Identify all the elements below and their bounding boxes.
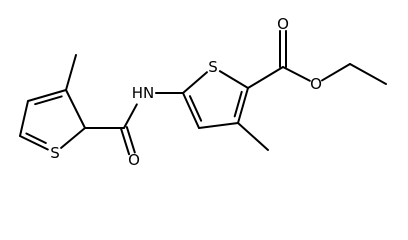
bond-c_amide-n_h — [123, 103, 138, 129]
bond-c2-c3 — [65, 89, 86, 129]
bond-c_ch2-c_ch3 — [349, 63, 387, 85]
bond-c_ester-o_ether — [282, 66, 311, 82]
bond-c_amide-o_amide-a — [120, 127, 131, 156]
bond-c2b-c3b-inner — [233, 90, 243, 118]
atom-label-n_h: HN — [132, 84, 155, 102]
atom-label-o_amide: O — [128, 151, 140, 169]
bond-o_ether-c_ch2 — [321, 63, 351, 82]
atom-label-s1: S — [50, 144, 60, 162]
bond-c4b-c5b-outer — [182, 92, 200, 129]
atom-label-o_carbonyl: O — [277, 15, 289, 33]
bond-s1b-c2b — [218, 70, 249, 89]
bond-c2b-c3b-outer — [237, 87, 249, 124]
bond-c5-s1-inner — [25, 132, 47, 144]
bond-c4-c5 — [19, 100, 29, 137]
bond-c5-s1-outer — [19, 135, 49, 151]
bond-c_amide-o_amide-b — [125, 126, 136, 154]
bond-c5b-s1b — [182, 71, 208, 94]
bond-c3b-c4b — [198, 122, 239, 129]
bonds-layer — [19, 30, 387, 156]
bond-c4b-c5b-inner — [188, 95, 203, 122]
bond-c3-c4-inner — [34, 95, 63, 106]
bond-c3-c4-outer — [27, 89, 67, 102]
bond-c3b-c_me2 — [237, 122, 269, 151]
bond-s1-c2 — [60, 127, 86, 149]
structure-diagram: S O HN S O O — [19, 15, 387, 169]
bond-c2b-c_ester — [247, 66, 284, 89]
atom-label-s1b: S — [208, 58, 218, 76]
bond-c_me1-c3 — [65, 54, 77, 91]
atom-label-o_ether: O — [310, 75, 322, 93]
atom-labels-layer: S O HN S O O — [50, 15, 322, 169]
